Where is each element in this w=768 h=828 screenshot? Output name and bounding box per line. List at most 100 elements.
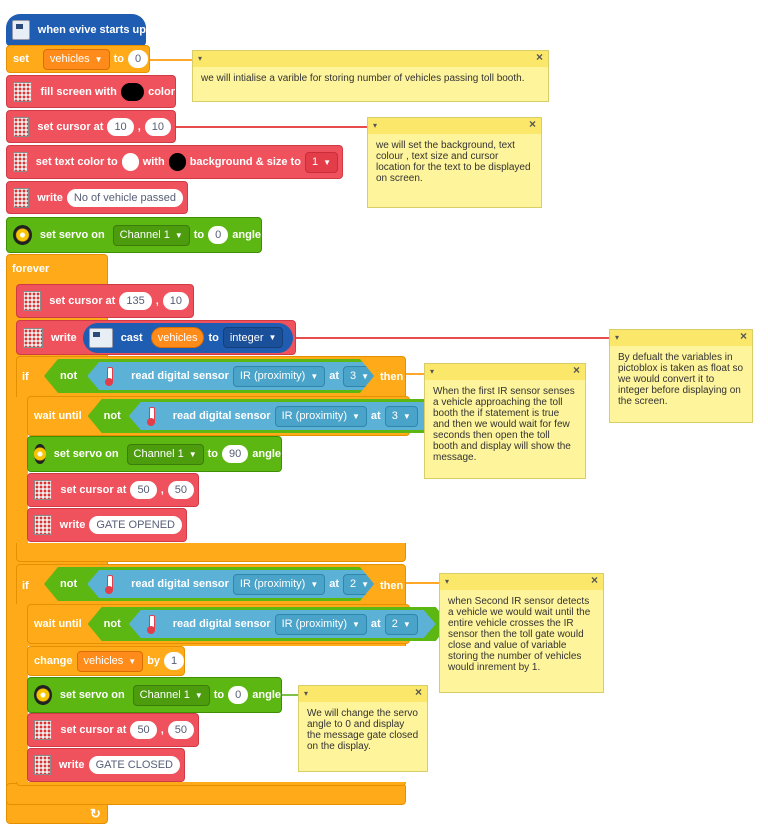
channel-dropdown[interactable]: Channel 1▼ — [126, 443, 204, 465]
pin-dropdown[interactable]: 2▼ — [343, 574, 376, 595]
close-icon[interactable]: × — [414, 685, 422, 699]
collapse-icon[interactable]: ▾ — [198, 54, 203, 63]
comma-label: , — [137, 120, 141, 133]
comment-connector — [406, 582, 440, 584]
comment-note-4[interactable]: ▾× When the first IR sensor senses a veh… — [424, 363, 586, 479]
variable-dropdown[interactable]: vehicles▼ — [76, 650, 144, 672]
write-block[interactable]: write No of vehicle passed — [6, 181, 188, 214]
pin-dropdown[interactable]: 2▼ — [385, 614, 418, 635]
comment-note-3[interactable]: ▾ × By defualt the variables in pictoblox… — [609, 329, 753, 423]
comment-note-6[interactable]: ▾ × We will change the servo angle to 0 a… — [298, 685, 428, 772]
thermometer-icon — [103, 574, 115, 594]
fill-screen-block[interactable]: fill screen with color — [6, 75, 176, 108]
servo-angle-input[interactable]: 90 — [222, 445, 249, 463]
write-gate-opened-block[interactable]: write GATE OPENED — [27, 508, 187, 542]
write-text-input[interactable]: GATE CLOSED — [88, 756, 180, 774]
close-icon[interactable]: × — [528, 117, 536, 131]
set-servo-block-2[interactable]: set servo on Channel 1▼ to 90 angle — [27, 436, 282, 472]
write-text-input[interactable]: No of vehicle passed — [66, 188, 183, 207]
not-operator-1[interactable]: not read digital sensor IR (proximity)▼ … — [44, 359, 374, 393]
type-dropdown[interactable]: integer▼ — [222, 327, 284, 348]
with-label: with — [142, 156, 165, 168]
cursor-y-input[interactable]: 10 — [144, 117, 171, 136]
sensor-dropdown[interactable]: IR (proximity)▼ — [233, 574, 325, 595]
wait-until-block-2[interactable]: wait until not read digital sensor IR (p… — [27, 604, 410, 644]
close-icon[interactable]: × — [739, 329, 747, 343]
set-cursor-block-4[interactable]: set cursor at 50 , 50 — [27, 713, 199, 747]
cursor-x-input[interactable]: 50 — [130, 481, 157, 499]
write-gate-closed-block[interactable]: write GATE CLOSED — [27, 748, 185, 782]
servo-angle-input[interactable]: 0 — [228, 686, 249, 704]
pin-dropdown[interactable]: 3▼ — [343, 366, 376, 387]
collapse-icon[interactable]: ▾ — [445, 577, 450, 586]
read-sensor-reporter[interactable]: read digital sensor IR (proximity)▼ at 2… — [87, 570, 394, 598]
write-cast-block[interactable]: write cast vehicles to integer▼ — [16, 320, 296, 355]
not-operator-2[interactable]: not read digital sensor IR (proximity)▼ … — [44, 567, 374, 601]
set-variable-block[interactable]: set vehicles▼ to 0 — [6, 45, 150, 73]
set-cursor-block[interactable]: set cursor at 10 , 10 — [6, 110, 176, 143]
display-matrix-icon — [23, 291, 42, 311]
set-text-color-block[interactable]: set text color to with background & size… — [6, 145, 343, 179]
cursor-y-input[interactable]: 50 — [167, 481, 194, 499]
collapse-icon[interactable]: ▾ — [373, 121, 378, 130]
read-label: read digital sensor — [172, 410, 271, 422]
write-text-input[interactable]: GATE OPENED — [89, 516, 182, 534]
sensor-dropdown[interactable]: IR (proximity)▼ — [233, 366, 325, 387]
close-icon[interactable]: × — [590, 573, 598, 587]
cast-reporter[interactable]: cast vehicles to integer▼ — [82, 322, 294, 353]
change-variable-block[interactable]: change vehicles▼ by 1 — [27, 646, 185, 676]
cursor-x-input[interactable]: 10 — [107, 117, 134, 136]
cursor-label: set cursor at — [60, 724, 127, 736]
comment-text: We will change the servo angle to 0 and … — [307, 708, 419, 752]
comment-connector — [176, 126, 368, 128]
comment-note-1[interactable]: ▾× we will intialise a varible for stori… — [192, 50, 549, 102]
at-label: at — [329, 370, 340, 382]
hat-block-when-evive-starts-up[interactable]: when evive starts up — [6, 14, 146, 46]
at-label: at — [370, 410, 381, 422]
write-label: write — [59, 519, 86, 531]
cursor-x-input[interactable]: 135 — [119, 292, 152, 310]
read-sensor-reporter[interactable]: read digital sensor IR (proximity)▼ at 3… — [87, 362, 394, 390]
thermometer-icon — [145, 406, 157, 426]
sensor-dropdown[interactable]: IR (proximity)▼ — [275, 406, 367, 427]
fill-color-picker[interactable] — [120, 82, 145, 101]
servo-gear-icon — [34, 444, 46, 464]
read-label: read digital sensor — [131, 578, 229, 590]
display-matrix-icon — [23, 327, 43, 348]
cursor-y-input[interactable]: 10 — [162, 292, 189, 310]
close-icon[interactable]: × — [535, 50, 543, 64]
sensor-dropdown[interactable]: IR (proximity)▼ — [275, 614, 367, 635]
wait-until-block-1[interactable]: wait until not read digital sensor IR (p… — [27, 396, 410, 436]
collapse-icon[interactable]: ▾ — [304, 689, 309, 698]
close-icon[interactable]: × — [572, 363, 580, 377]
angle-label: angle — [252, 689, 281, 701]
comment-note-5[interactable]: ▾× when Second IR sensor detects a vehic… — [439, 573, 604, 693]
servo-angle-input[interactable]: 0 — [208, 226, 229, 244]
hat-label: when evive starts up — [37, 24, 146, 36]
collapse-icon[interactable]: ▾ — [430, 367, 435, 376]
background-color-picker[interactable] — [168, 153, 186, 171]
change-value-input[interactable]: 1 — [164, 652, 185, 670]
read-sensor-reporter[interactable]: read digital sensor IR (proximity)▼ at 2… — [129, 610, 436, 638]
read-sensor-reporter[interactable]: read digital sensor IR (proximity)▼ at 3… — [129, 402, 436, 430]
set-cursor-block-2[interactable]: set cursor at 135 , 10 — [16, 284, 194, 318]
cursor-x-input[interactable]: 50 — [130, 721, 157, 739]
set-servo-block-3[interactable]: set servo on Channel 1▼ to 0 angle — [27, 677, 282, 713]
servo-gear-icon — [34, 685, 52, 705]
variable-dropdown[interactable]: vehicles▼ — [42, 48, 110, 70]
collapse-icon[interactable]: ▾ — [615, 333, 620, 342]
channel-dropdown[interactable]: Channel 1▼ — [132, 684, 210, 706]
pin-dropdown[interactable]: 3▼ — [385, 406, 418, 427]
text-color-picker[interactable] — [121, 153, 139, 171]
text-size-dropdown[interactable]: 1▼ — [304, 151, 338, 173]
variable-reporter[interactable]: vehicles — [150, 327, 205, 348]
comment-note-2[interactable]: ▾× we will set the background, text colo… — [367, 117, 542, 208]
set-value-input[interactable]: 0 — [127, 50, 149, 68]
cursor-y-input[interactable]: 50 — [167, 721, 194, 739]
not-operator-wait-2[interactable]: not read digital sensor IR (proximity)▼ … — [88, 607, 450, 641]
not-operator-wait-1[interactable]: not read digital sensor IR (proximity)▼ … — [88, 399, 450, 433]
set-cursor-block-3[interactable]: set cursor at 50 , 50 — [27, 473, 199, 507]
set-servo-block[interactable]: set servo on Channel 1▼ to 0 angle — [6, 217, 262, 253]
comment-text: By defualt the variables in pictoblox is… — [618, 352, 744, 407]
channel-dropdown[interactable]: Channel 1▼ — [112, 224, 190, 246]
